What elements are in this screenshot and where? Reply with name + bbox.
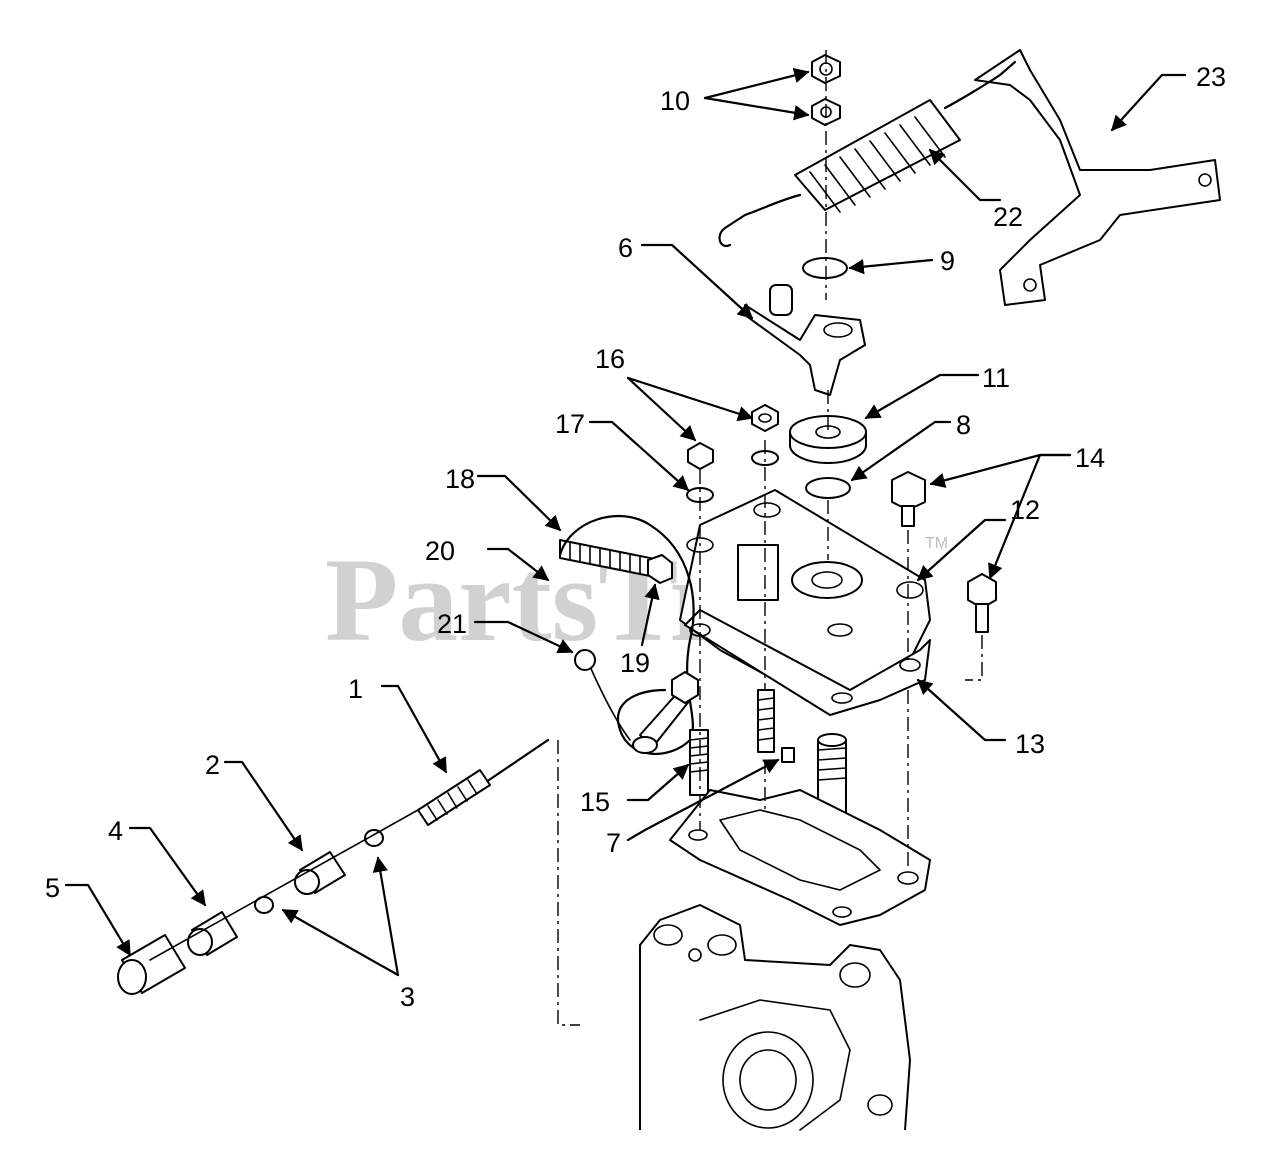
callout-18: 18 <box>445 464 475 494</box>
callout-13: 13 <box>1015 729 1045 759</box>
watermark-trademark: TM <box>925 535 948 552</box>
callout-12: 12 <box>1010 495 1040 525</box>
callout-5: 5 <box>45 873 60 903</box>
callout-9: 9 <box>940 246 955 276</box>
callout-10: 10 <box>660 86 690 116</box>
bolt-part-14 <box>891 471 997 633</box>
lever-part-6 <box>744 284 866 396</box>
callout-7: 7 <box>606 828 621 858</box>
base-plate <box>669 789 931 926</box>
washer-part-3a <box>364 829 384 847</box>
stud-part-15 <box>689 689 775 796</box>
cap-part-5 <box>117 934 186 995</box>
callout-11: 11 <box>982 363 1010 393</box>
callout-2: 2 <box>205 750 220 780</box>
callout-19: 19 <box>620 648 650 678</box>
callout-15: 15 <box>580 787 610 817</box>
engine-housing <box>639 904 911 1131</box>
callout-1: 1 <box>348 674 363 704</box>
oring-part-8 <box>805 477 851 499</box>
mount-plate-part-13 <box>679 489 931 716</box>
callout-17: 17 <box>555 409 585 439</box>
callout-8: 8 <box>956 410 971 440</box>
callout-22: 22 <box>993 202 1023 232</box>
rod-part-1 <box>417 738 550 826</box>
spring-part-22 <box>718 60 1017 248</box>
washer-part-9 <box>802 257 848 279</box>
callout-20: 20 <box>425 536 455 566</box>
callout-23: 23 <box>1196 62 1226 92</box>
bracket-part-23 <box>974 49 1221 306</box>
callout-labels: 1 2 3 4 5 6 7 8 9 10 11 12 13 14 15 16 1… <box>45 62 1226 1012</box>
nut-part-16 <box>687 404 779 470</box>
washer-part-17 <box>686 450 779 503</box>
callout-21: 21 <box>437 609 467 639</box>
nut-part-19 <box>647 554 673 584</box>
nut-part-2 <box>294 851 346 895</box>
callout-16: 16 <box>595 344 625 374</box>
ball-part-21 <box>574 649 596 671</box>
callout-4: 4 <box>108 816 123 846</box>
callout-14: 14 <box>1075 443 1105 473</box>
callout-3: 3 <box>400 982 415 1012</box>
leader-lines <box>64 67 1187 977</box>
callout-6: 6 <box>618 233 633 263</box>
bolt-lower-left <box>632 671 699 754</box>
rod-axis <box>149 809 419 961</box>
key-part-7 <box>781 747 795 763</box>
nut-part-4 <box>187 911 238 956</box>
